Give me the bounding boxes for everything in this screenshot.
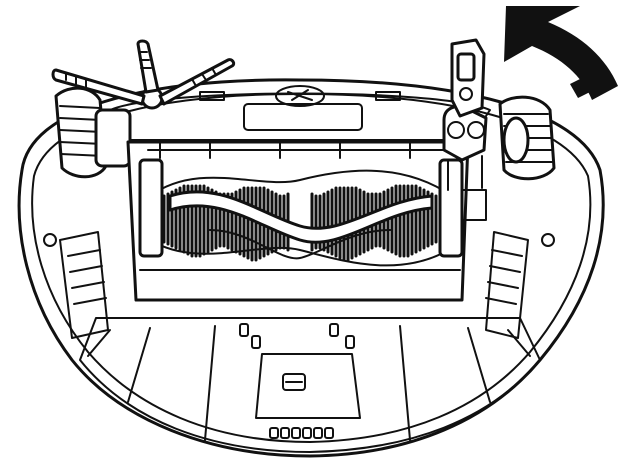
brush-housing — [126, 140, 470, 302]
brush-latch[interactable] — [442, 38, 488, 191]
curved-arrow-icon — [504, 6, 618, 100]
front-panel — [79, 317, 541, 453]
left-vent — [43, 231, 109, 339]
charging-contacts — [269, 427, 334, 439]
brush-end-caps — [138, 158, 487, 258]
side-brush — [51, 39, 236, 110]
left-wheel — [54, 86, 132, 179]
right-vent — [485, 231, 555, 339]
right-wheel — [498, 95, 556, 181]
